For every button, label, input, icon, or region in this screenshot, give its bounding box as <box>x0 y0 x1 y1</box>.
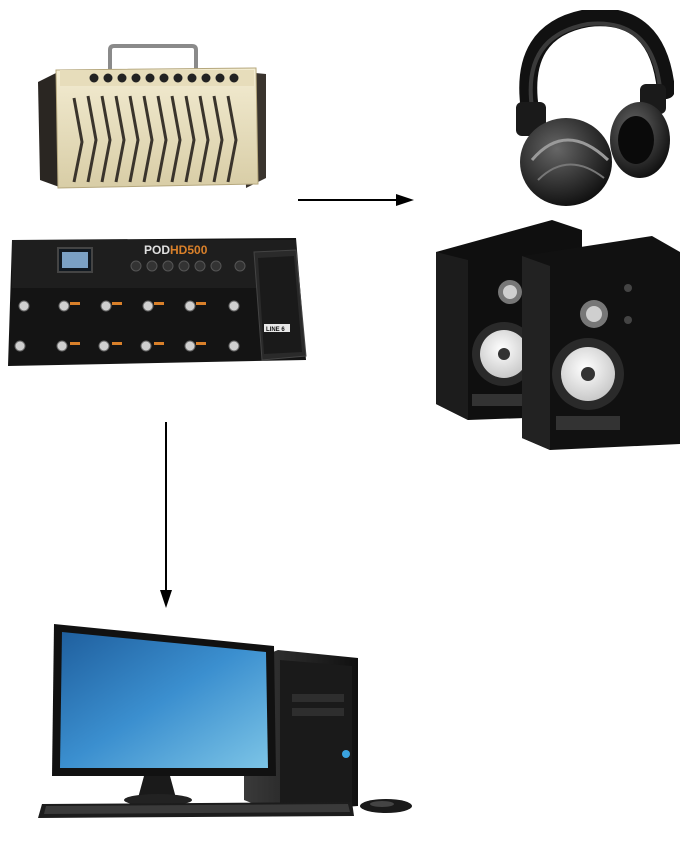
studio-monitors-image <box>432 216 684 452</box>
arrow-down <box>156 420 176 610</box>
line6-badge: LINE 6 <box>266 327 285 333</box>
arrow-right <box>296 190 416 210</box>
pod-hd500-image: PODHD500 LINE 6 <box>6 232 310 372</box>
guitar-amp-image <box>34 42 270 192</box>
headphones-image <box>508 10 674 210</box>
pod-brand-text: PODHD500 <box>144 243 208 257</box>
desktop-computer-image <box>34 620 422 826</box>
